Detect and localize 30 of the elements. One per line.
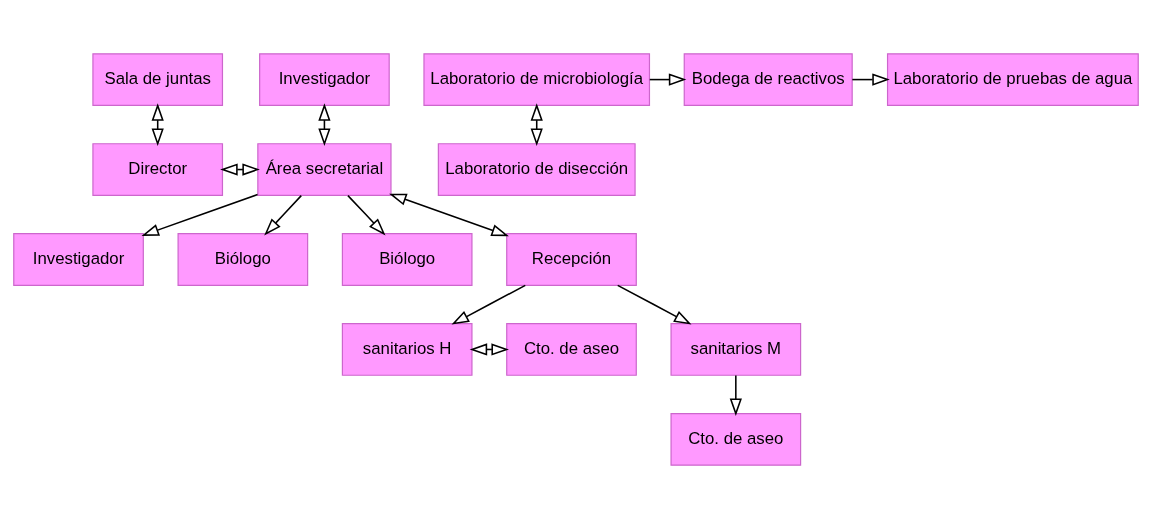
node-box: Bodega de reactivos <box>683 52 853 106</box>
arrow <box>151 102 164 146</box>
arrow <box>851 72 890 86</box>
node-box: Laboratorio de pruebas de agua <box>886 52 1139 106</box>
node-box: Recepción <box>506 232 637 286</box>
arrow <box>318 102 331 146</box>
arrow <box>220 162 260 176</box>
node-box: sanitarios M <box>670 322 802 376</box>
arrow <box>141 193 259 236</box>
node-box: Área secretarial <box>257 142 392 196</box>
node-box: Sala de juntas <box>92 52 224 106</box>
arrow <box>469 342 509 356</box>
arrow <box>264 194 303 235</box>
node-box: Biólogo <box>341 232 473 286</box>
node-box: Laboratorio de microbiología <box>423 52 651 106</box>
node-box: Cto. de aseo <box>670 412 802 466</box>
node-box: Investigador <box>13 232 144 286</box>
arrow <box>530 102 543 146</box>
node-box: Laboratorio de disección <box>437 142 636 196</box>
arrow <box>347 194 386 235</box>
node-box: Investigador <box>259 52 390 106</box>
node-box: Director <box>92 142 224 196</box>
arrow <box>616 284 692 325</box>
node-box: sanitarios H <box>341 322 473 376</box>
arrow <box>648 72 687 86</box>
arrow <box>389 193 509 236</box>
node-box: Cto. de aseo <box>506 322 637 376</box>
node-box: Biólogo <box>177 232 309 286</box>
arrow <box>729 374 742 416</box>
arrow <box>451 284 527 325</box>
